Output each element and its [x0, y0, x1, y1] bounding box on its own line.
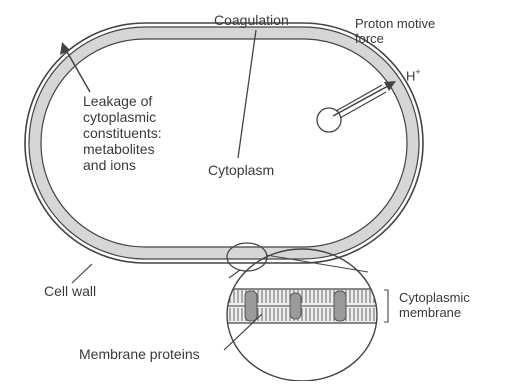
membrane-proteins-label: Membrane proteins	[79, 346, 200, 362]
cytoplasm-label: Cytoplasm	[208, 162, 274, 178]
proton-motive-force-label: Proton motive force	[355, 16, 435, 46]
leakage-label: Leakage of cytoplasmic constituents: met…	[83, 93, 162, 173]
cell-wall-pointer	[72, 264, 92, 283]
coagulation-label: Coagulation	[214, 12, 289, 28]
coagulation-pointer	[238, 30, 256, 158]
cell-wall-label: Cell wall	[44, 283, 96, 299]
proton-ion-charge: +	[415, 67, 420, 77]
proton-ion-text: H	[406, 68, 415, 83]
membrane-protein	[290, 293, 301, 319]
membrane-protein	[334, 291, 346, 321]
membrane-bracket	[384, 290, 388, 322]
proton-pump-arrow	[333, 86, 388, 116]
proton-ion-label: H+	[406, 64, 421, 84]
membrane-protein	[245, 291, 257, 321]
cytoplasmic-membrane-label: Cytoplasmic membrane	[399, 290, 470, 320]
proton-pump-channel	[317, 108, 341, 132]
zoom-connector-left	[229, 270, 240, 278]
membrane-magnified	[222, 289, 382, 323]
